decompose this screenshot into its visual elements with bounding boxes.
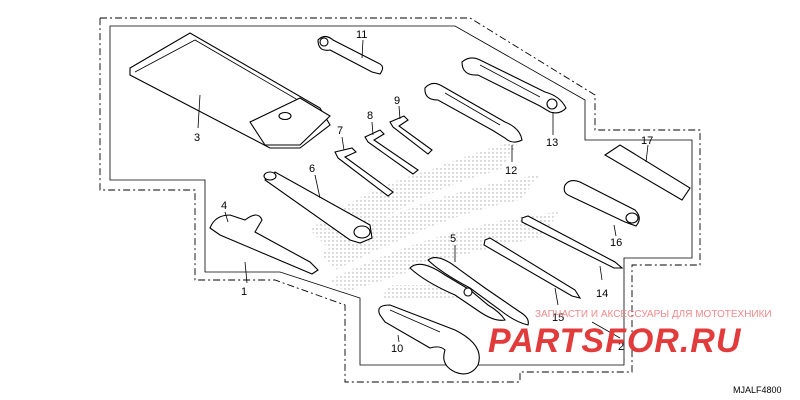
callout-15: 15 (552, 312, 564, 324)
callout-14: 14 (596, 288, 608, 300)
callout-12: 12 (505, 165, 517, 177)
tool-sleeve (603, 144, 691, 201)
callout-3: 3 (194, 132, 200, 144)
callout-16: 16 (610, 237, 622, 249)
callout-13: 13 (546, 137, 558, 149)
callout-7: 7 (337, 125, 343, 137)
callout-8: 8 (367, 110, 373, 122)
inner-group-outline (109, 25, 693, 366)
pin-spanner (378, 304, 480, 375)
kit-boundary-outline (99, 17, 701, 383)
callout-6: 6 (309, 163, 315, 175)
screwdriver-flat (483, 237, 582, 306)
watermark-caption: ЗАПЧАСТИ И АКСЕССУАРЫ ДЛЯ МОТОТЕХНИКИ (535, 309, 772, 320)
callout-2: 2 (618, 341, 624, 353)
callout-11: 11 (356, 29, 367, 41)
callout-5: 5 (450, 233, 456, 245)
leader-1 (244, 261, 248, 284)
watermark-brand: PARTSFOR.RU (488, 322, 742, 360)
screwdriver-handle (563, 179, 640, 237)
spark-plug-wrench (263, 171, 373, 244)
pliers (409, 245, 529, 326)
callout-1: 1 (241, 286, 247, 298)
hex-key-8 (364, 121, 419, 175)
large-wrench (461, 57, 567, 135)
screwdriver-phillips (521, 215, 624, 281)
callout-4: 4 (221, 200, 227, 212)
tool-bag (129, 32, 331, 149)
leader-2 (591, 321, 621, 339)
hex-key-7 (334, 136, 394, 197)
callout-9: 9 (394, 95, 400, 107)
small-wrench (317, 35, 384, 75)
open-wrench (424, 82, 523, 162)
callout-10: 10 (391, 343, 403, 355)
drawing-code: MJALF4800 (733, 385, 782, 395)
hook-wrench (209, 211, 319, 275)
callout-17: 17 (641, 135, 653, 147)
hex-key-9 (389, 105, 433, 155)
